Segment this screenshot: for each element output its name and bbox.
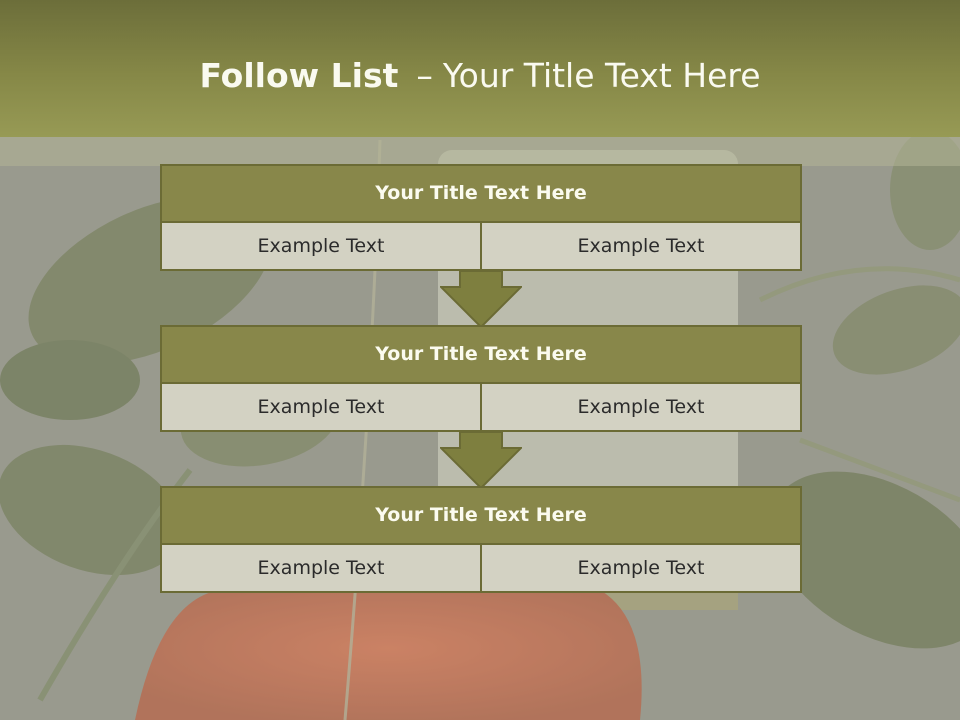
block-cell-right: Example Text xyxy=(480,221,802,271)
title-rest: Your Title Text Here xyxy=(442,56,761,95)
tomato-shape xyxy=(135,590,642,720)
block-cell-left: Example Text xyxy=(160,382,482,432)
down-arrow-icon xyxy=(440,270,522,328)
block-title: Your Title Text Here xyxy=(160,164,802,223)
header-bar xyxy=(0,0,960,137)
block-title: Your Title Text Here xyxy=(160,486,802,545)
block-cell-right: Example Text xyxy=(480,543,802,593)
header-strip xyxy=(0,137,960,166)
title-dash: – xyxy=(416,56,433,95)
slide-title: Follow List–Your Title Text Here xyxy=(0,52,960,100)
block-cell-left: Example Text xyxy=(160,221,482,271)
block-title: Your Title Text Here xyxy=(160,325,802,384)
block-cell-left: Example Text xyxy=(160,543,482,593)
title-bold: Follow List xyxy=(199,56,399,95)
block-cell-right: Example Text xyxy=(480,382,802,432)
down-arrow-icon xyxy=(440,431,522,489)
